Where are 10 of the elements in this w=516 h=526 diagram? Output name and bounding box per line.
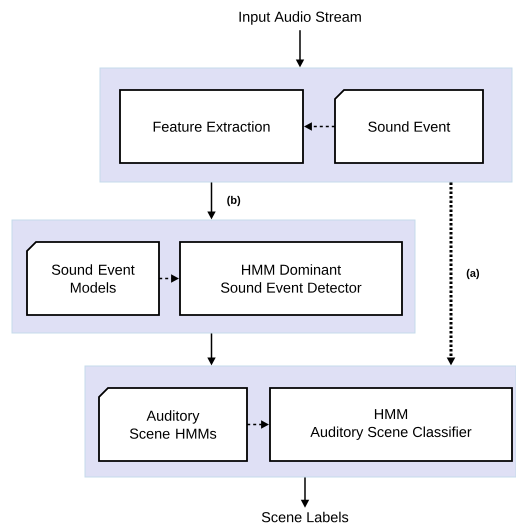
edge-label: (a) (465, 268, 481, 280)
process-box: HMM Auditory Scene Classifier (269, 387, 513, 462)
note-box: Sound Event Models (26, 241, 160, 316)
edge-label: (b) (226, 194, 242, 208)
flow-label: Input Audio Stream (240, 11, 361, 25)
note-box: Sound Event (334, 89, 484, 164)
flow-label: Scene Labels (262, 512, 348, 522)
process-box: Feature Extraction (119, 89, 304, 164)
note-box: Auditory Scene HMMs (98, 387, 248, 462)
process-box: HMM Dominant Sound Event Detector (179, 241, 403, 316)
